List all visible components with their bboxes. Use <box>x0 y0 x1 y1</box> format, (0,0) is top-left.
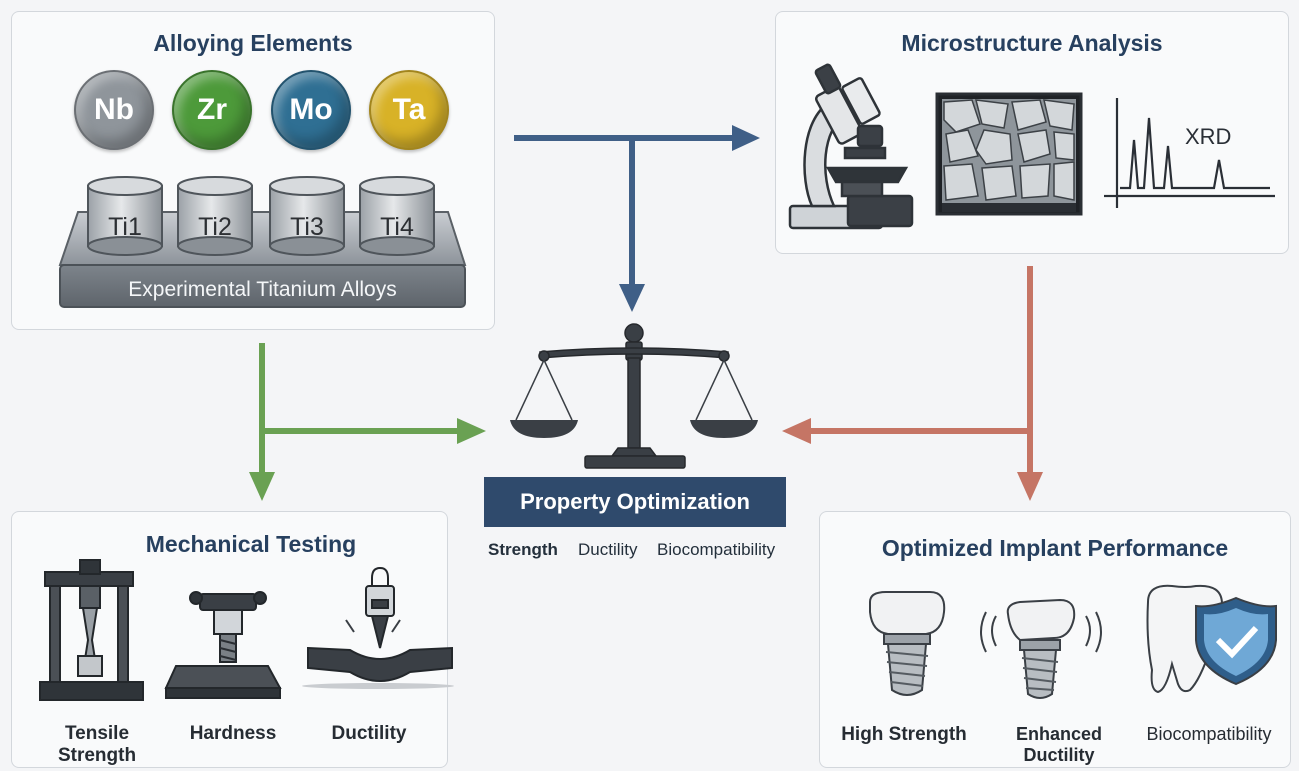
cylinder-ti3 <box>269 176 345 256</box>
green-arrow <box>249 343 486 501</box>
outcome-label-biocompatibility: Biocompatibility <box>1146 724 1272 744</box>
mechanical-testing-title: Mechanical Testing <box>145 531 357 557</box>
tray-label: Experimental Titanium Alloys <box>128 278 397 301</box>
outcome-label-enhanced-ductility: Enhanced Ductility <box>1015 724 1103 765</box>
cylinder-ti2 <box>177 176 253 256</box>
alloying-elements-title: Alloying Elements <box>153 30 353 56</box>
sample-label-ti2: Ti2 <box>198 213 232 241</box>
sample-label-ti4: Ti4 <box>380 213 414 241</box>
microscope-icon <box>788 63 914 230</box>
flexible-implant-icon <box>980 598 1102 699</box>
bend-test-icon <box>302 566 454 689</box>
implant-performance-title: Optimized Implant Performance <box>881 535 1229 561</box>
property-biocompatibility: Biocompatibility <box>657 540 776 559</box>
element-mo: Mo <box>271 70 351 150</box>
property-optimization-box: Property Optimization <box>484 477 786 527</box>
property-strength: Strength <box>488 540 558 559</box>
xrd-plot-icon <box>1104 98 1275 208</box>
red-arrow <box>782 266 1043 501</box>
sample-label-ti3: Ti3 <box>290 213 324 241</box>
tensile-tester-icon <box>39 559 144 701</box>
micrograph-screen <box>935 92 1083 216</box>
element-zr-symbol: Zr <box>197 93 227 126</box>
element-ta: Ta <box>369 70 449 150</box>
tooth-shield-icon <box>1146 584 1277 694</box>
microstructure-title: Microstructure Analysis <box>901 30 1163 56</box>
element-nb-symbol: Nb <box>94 93 134 126</box>
element-nb: Nb <box>74 70 154 150</box>
test-label-tensile-strength: Tensile Strength <box>57 723 137 766</box>
blue-arrow <box>514 125 760 312</box>
test-label-ductility: Ductility <box>331 723 407 744</box>
xrd-label: XRD <box>1185 124 1232 149</box>
property-optimization-title: Property Optimization <box>520 489 750 514</box>
dental-implant-icon <box>869 591 946 696</box>
cylinder-ti4 <box>359 176 435 256</box>
test-label-hardness: Hardness <box>189 723 277 744</box>
element-zr: Zr <box>172 70 252 150</box>
element-mo-symbol: Mo <box>289 93 333 126</box>
sample-cylinders <box>87 176 435 256</box>
element-ta-symbol: Ta <box>392 93 426 126</box>
property-ductility: Ductility <box>578 540 638 559</box>
hardness-tester-icon <box>164 591 282 699</box>
sample-label-ti1: Ti1 <box>108 213 142 241</box>
outcome-label-high-strength: High Strength <box>841 724 967 745</box>
cylinder-ti1 <box>87 176 163 256</box>
